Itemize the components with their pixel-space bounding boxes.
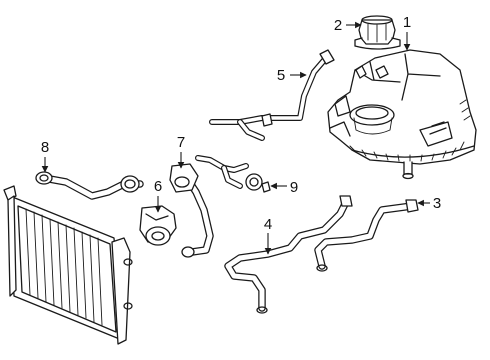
callout-label: 2 <box>334 17 342 34</box>
coolant-lower-hose <box>224 195 353 314</box>
callout-4: 4 <box>264 216 272 255</box>
callout-3: 3 <box>417 195 441 212</box>
coolant-return-hose <box>314 199 419 272</box>
radiator <box>3 185 133 345</box>
callout-label: 8 <box>41 139 49 156</box>
filler-cap <box>354 15 401 50</box>
callout-1: 1 <box>403 14 411 51</box>
callout-5: 5 <box>277 67 307 84</box>
callout-label: 9 <box>290 179 298 196</box>
callout-label: 6 <box>154 178 162 195</box>
callout-2: 2 <box>334 17 362 34</box>
tank-vent-hose <box>209 49 335 141</box>
water-pump-connector <box>139 205 177 246</box>
callout-9: 9 <box>270 179 298 196</box>
callout-label: 1 <box>403 14 411 31</box>
callout-label: 4 <box>264 216 272 233</box>
callout-7: 7 <box>177 134 185 169</box>
radiator-upper-hose <box>35 171 144 200</box>
expansion-tank <box>327 49 477 180</box>
callout-label: 7 <box>177 134 185 151</box>
callout-label: 3 <box>433 195 441 212</box>
callout-label: 5 <box>277 67 285 84</box>
callout-8: 8 <box>41 139 49 173</box>
callout-6: 6 <box>154 178 162 213</box>
heater-pipe <box>195 155 271 193</box>
thermostat-housing <box>169 163 214 258</box>
